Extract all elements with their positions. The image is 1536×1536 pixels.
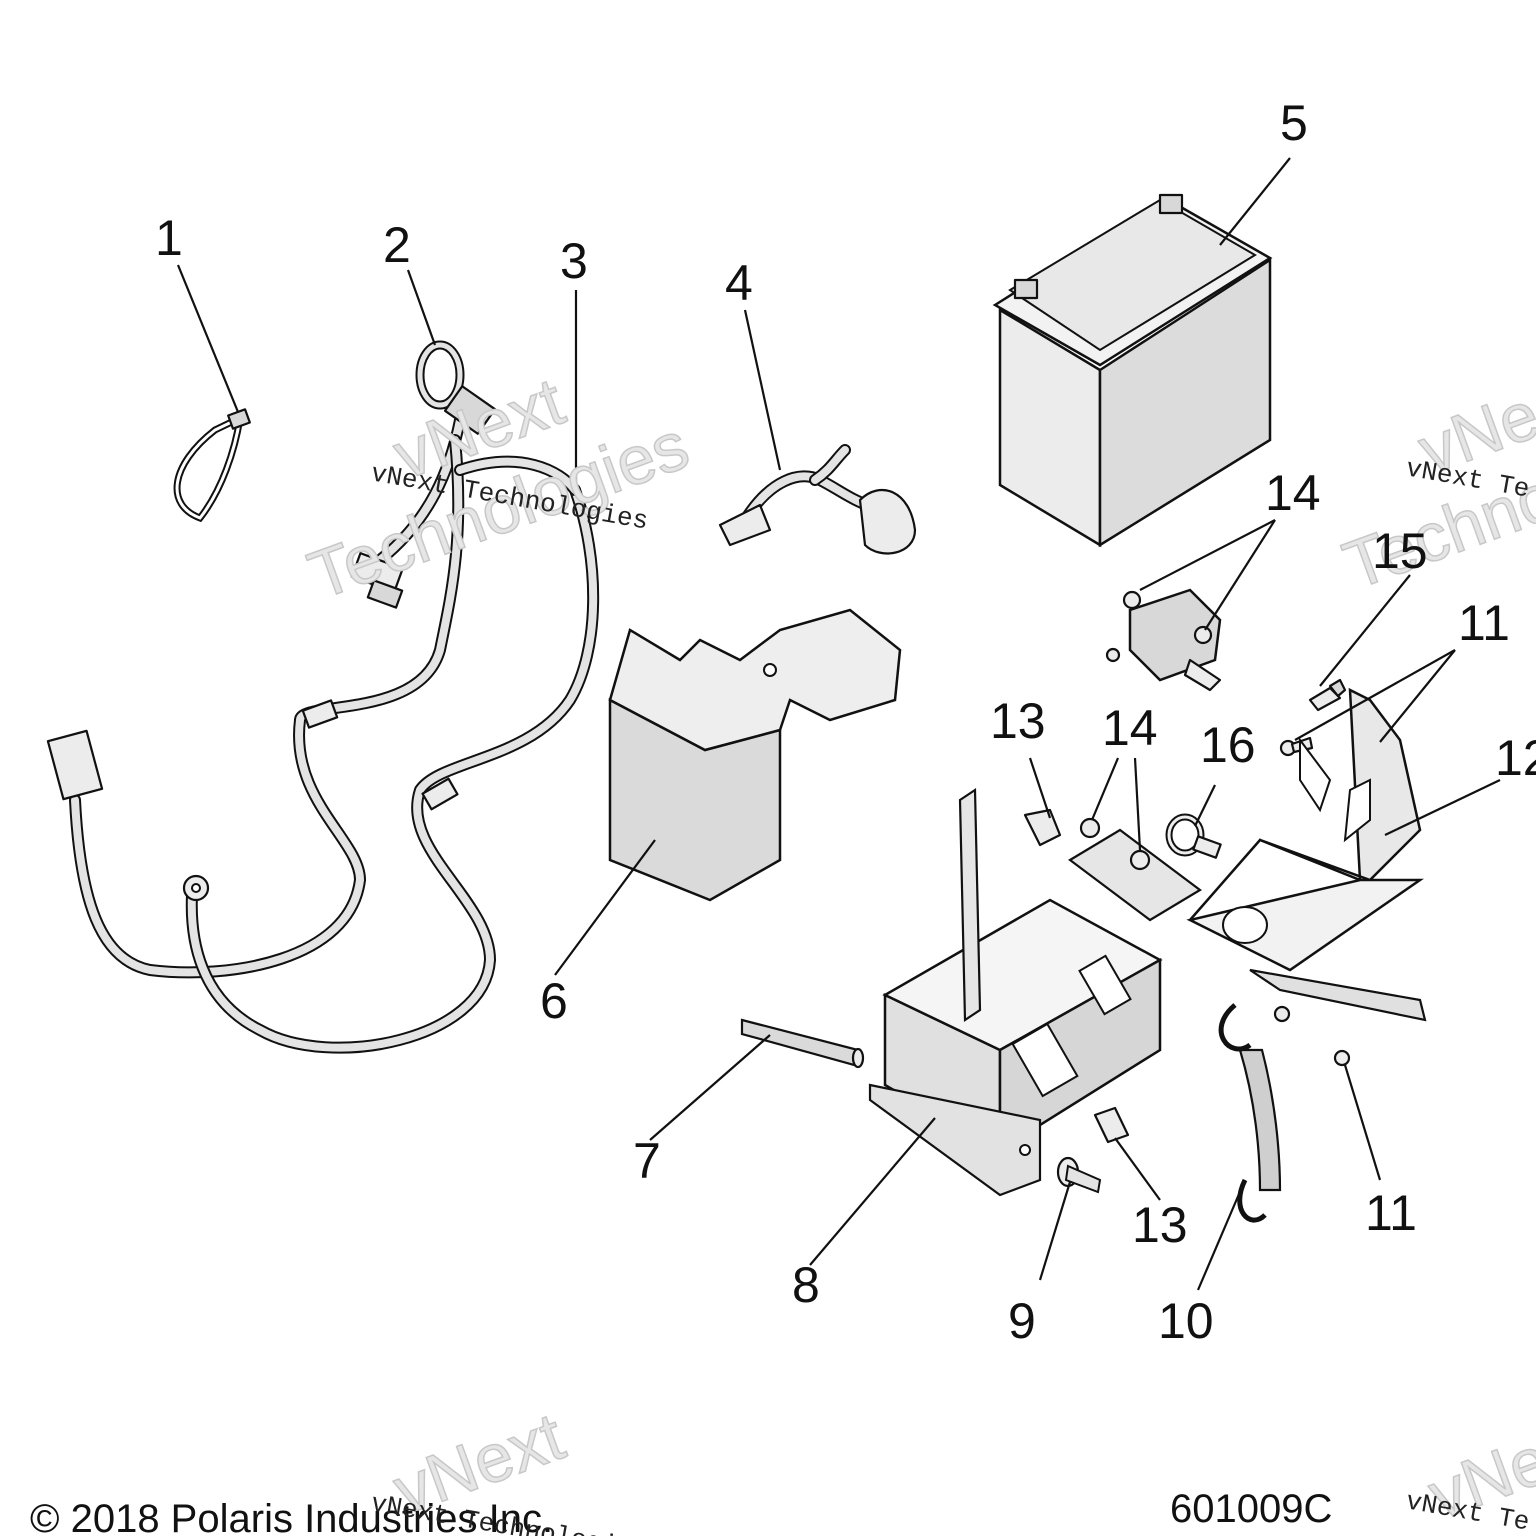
callout-7: 7 — [633, 1133, 661, 1189]
part-13-clips — [1023, 808, 1130, 1144]
callout-13a: 13 — [990, 693, 1046, 749]
drawing-number: 601009C — [1170, 1487, 1332, 1531]
callout-3: 3 — [560, 233, 588, 289]
part-2-3-battery-cables — [46, 340, 600, 1054]
callout-1: 1 — [155, 210, 183, 266]
part-5-battery — [992, 193, 1273, 548]
callout-11b: 11 — [1365, 1185, 1417, 1241]
callout-11a: 11 — [1458, 595, 1510, 651]
part-7-rod — [740, 1018, 865, 1069]
part-9-bolt — [1056, 1156, 1102, 1194]
callouts: 1 2 3 4 5 14 15 11 12 13 14 16 6 7 8 9 1… — [155, 95, 1536, 1349]
callout-4: 4 — [725, 255, 753, 311]
part-14-solenoid — [1079, 588, 1222, 871]
callout-12: 12 — [1495, 730, 1536, 786]
callout-9: 9 — [1008, 1293, 1036, 1349]
callout-15: 15 — [1372, 523, 1428, 579]
part-16-ring-clamp — [1165, 813, 1222, 859]
copyright-notice: © 2018 Polaris Industries Inc. — [30, 1497, 553, 1536]
callout-6: 6 — [540, 973, 568, 1029]
part-4-terminal-boot — [718, 444, 917, 555]
part-8-battery-tray — [868, 787, 1202, 1197]
footer: © 2018 Polaris Industries Inc. 601009C v… — [30, 1486, 1532, 1536]
part-1-cable-tie — [173, 408, 251, 523]
callout-14a: 14 — [1265, 465, 1321, 521]
callout-13b: 13 — [1132, 1197, 1188, 1253]
leader-lines — [176, 157, 1501, 1291]
callout-5: 5 — [1280, 95, 1308, 151]
callout-14b: 14 — [1102, 700, 1158, 756]
callout-16: 16 — [1200, 717, 1256, 773]
part-10-strap — [1218, 1003, 1282, 1223]
callout-10: 10 — [1158, 1293, 1214, 1349]
callout-2: 2 — [383, 217, 411, 273]
part-15-screw — [1308, 678, 1347, 712]
part-6-battery-cover — [608, 608, 902, 902]
callout-8: 8 — [792, 1257, 820, 1313]
part-12-bracket — [1186, 687, 1427, 1022]
